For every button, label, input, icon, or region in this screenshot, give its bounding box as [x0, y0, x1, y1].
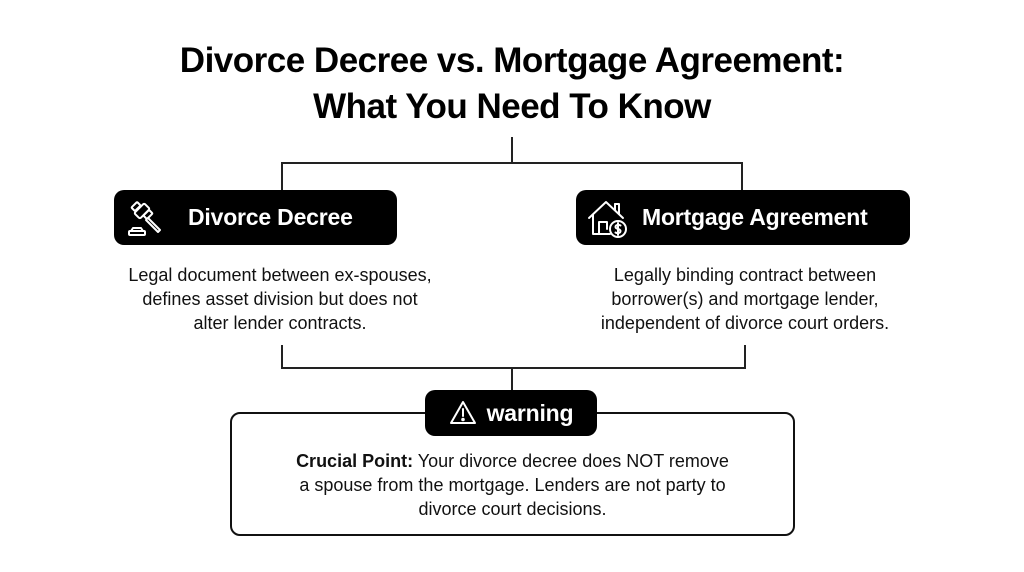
- desc-line: defines asset division but does not: [142, 289, 418, 309]
- connector-top-bar: [281, 162, 743, 164]
- desc-line: Legal document between ex-spouses,: [128, 265, 432, 285]
- connector-bottom-right-rise: [744, 345, 746, 369]
- warning-label: warning: [486, 399, 574, 426]
- warning-message: Crucial Point: Your divorce decree does …: [240, 449, 785, 521]
- divorce-decree-node: Divorce Decree: [114, 190, 397, 245]
- connector-bottom-left-rise: [281, 345, 283, 369]
- divorce-decree-label: Divorce Decree: [188, 204, 353, 230]
- gavel-icon: [126, 198, 166, 238]
- crucial-point-label: Crucial Point:: [296, 451, 414, 471]
- warning-line-1-text: Your divorce decree does NOT remove: [413, 451, 729, 471]
- desc-line: independent of divorce court orders.: [600, 313, 890, 333]
- warning-badge: warning: [425, 390, 597, 436]
- warning-line-3: divorce court decisions.: [418, 499, 607, 519]
- warning-triangle-icon: [449, 399, 477, 427]
- connector-top-left-drop: [281, 162, 283, 192]
- connector-top-right-drop: [741, 162, 743, 192]
- connector-bottom-stem: [511, 367, 513, 393]
- mortgage-agreement-label: Mortgage Agreement: [642, 204, 868, 230]
- title-line-2: What You Need To Know: [313, 87, 711, 126]
- connector-top-stem: [511, 137, 513, 164]
- mortgage-agreement-node: Mortgage Agreement: [576, 190, 910, 245]
- house-dollar-icon: [586, 196, 630, 240]
- desc-line: Legally binding contract between: [613, 265, 877, 285]
- warning-line-1: Crucial Point: Your divorce decree does …: [240, 449, 785, 473]
- connector-bottom-bar: [281, 367, 746, 369]
- title-line-1: Divorce Decree vs. Mortgage Agreement:: [179, 41, 845, 80]
- desc-line: alter lender contracts.: [193, 313, 367, 333]
- desc-line: borrower(s) and mortgage lender,: [611, 289, 879, 309]
- mortgage-agreement-description: Legally binding contract between borrowe…: [555, 263, 935, 335]
- divorce-decree-description: Legal document between ex-spouses, defin…: [80, 263, 480, 335]
- warning-line-2: a spouse from the mortgage. Lenders are …: [299, 475, 726, 495]
- diagram-title: Divorce Decree vs. Mortgage Agreement: W…: [0, 38, 1024, 130]
